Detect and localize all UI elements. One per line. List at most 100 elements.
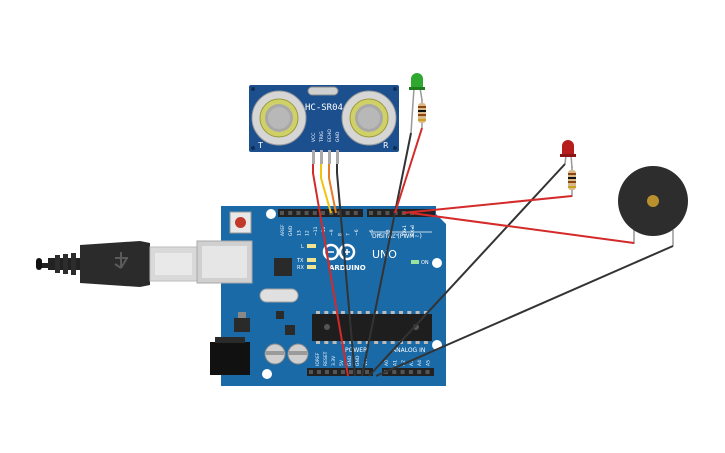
power-pin-label: GND bbox=[355, 355, 361, 366]
chip-dot-1 bbox=[324, 324, 330, 330]
chip-pin bbox=[382, 341, 387, 344]
red-led-leg-2 bbox=[570, 154, 573, 169]
header-hole[interactable] bbox=[288, 211, 293, 215]
chip-pin bbox=[332, 341, 337, 344]
sensor-hole-2 bbox=[393, 87, 397, 91]
header-top-right bbox=[367, 209, 435, 217]
chip-pin bbox=[374, 311, 379, 314]
analog-header-hole[interactable] bbox=[392, 370, 397, 374]
sensor-hole-3 bbox=[251, 146, 255, 150]
wire-green-led-gnd[interactable] bbox=[361, 132, 412, 377]
usb-strain-relief-1 bbox=[55, 255, 60, 273]
usb-cable-tip bbox=[36, 258, 42, 270]
small-chip bbox=[285, 325, 295, 335]
wire-red-led-signal[interactable] bbox=[402, 195, 573, 214]
header-pin-label: GND bbox=[288, 225, 294, 236]
sensor-pin-gnd[interactable] bbox=[336, 150, 339, 164]
header-hole[interactable] bbox=[321, 211, 325, 215]
header-hole[interactable] bbox=[296, 211, 301, 215]
analog-header-hole[interactable] bbox=[417, 370, 422, 374]
voltage-regulator bbox=[234, 318, 250, 332]
resistor-red-band-1 bbox=[568, 173, 576, 175]
mount-hole-bottom bbox=[262, 369, 272, 379]
sensor-pin-label: VCC bbox=[311, 133, 317, 142]
sensor-pin-label: ECHO bbox=[327, 129, 333, 142]
header-hole[interactable] bbox=[345, 211, 350, 215]
header-hole[interactable] bbox=[385, 211, 390, 215]
power-header-hole[interactable] bbox=[317, 370, 321, 374]
header-hole[interactable] bbox=[329, 211, 334, 215]
usb-strain-relief-3 bbox=[71, 253, 76, 275]
green-led[interactable] bbox=[409, 73, 425, 134]
wire-green-led-signal[interactable] bbox=[394, 127, 423, 214]
digital-label: DIGITAL (PWM~) bbox=[372, 233, 422, 240]
power-header-hole[interactable] bbox=[365, 370, 369, 374]
chip-pin bbox=[415, 341, 420, 344]
analog-header-hole[interactable] bbox=[425, 370, 430, 374]
power-header-hole[interactable] bbox=[325, 370, 329, 374]
wire-buzzer-gnd[interactable] bbox=[375, 245, 674, 377]
header-pin-label: 2 bbox=[394, 233, 400, 236]
wire-sensor-vcc-5v[interactable] bbox=[312, 164, 349, 377]
header-pin-label: ~6 bbox=[354, 229, 360, 236]
buzzer-hole bbox=[647, 195, 659, 207]
chip-pin bbox=[407, 311, 412, 314]
power-header-hole[interactable] bbox=[349, 370, 353, 374]
header-hole[interactable] bbox=[304, 211, 309, 215]
red-led[interactable] bbox=[560, 140, 576, 169]
resistor-green-led[interactable] bbox=[418, 99, 426, 128]
header-hole[interactable] bbox=[353, 211, 358, 215]
header-pin-label: TX▸1 bbox=[402, 225, 408, 237]
sensor-pin-vcc[interactable] bbox=[312, 150, 315, 164]
arduino-brand: ARDUINO bbox=[329, 264, 366, 272]
piezo-buzzer[interactable] bbox=[618, 166, 688, 246]
reset-button-cap[interactable] bbox=[235, 217, 246, 228]
sensor-model: HC-SR04 bbox=[305, 103, 343, 113]
power-header-hole[interactable] bbox=[357, 370, 361, 374]
chip-pin bbox=[390, 341, 395, 344]
header-hole[interactable] bbox=[337, 211, 342, 215]
header-pin-label: RX◂0 bbox=[410, 225, 416, 236]
led-on bbox=[411, 260, 419, 264]
sensor-t-mark: T bbox=[257, 141, 263, 150]
label-tx: TX bbox=[296, 258, 304, 264]
power-jack bbox=[210, 342, 250, 375]
chip-pin bbox=[324, 341, 329, 344]
usb-chip bbox=[274, 258, 292, 276]
header-pin-label: 7 bbox=[346, 233, 352, 236]
wire-buzzer-signal[interactable] bbox=[410, 212, 635, 244]
led-rx bbox=[307, 265, 316, 269]
sensor-pin-trig[interactable] bbox=[320, 150, 323, 164]
chip-pin bbox=[340, 311, 345, 314]
power-header-hole[interactable] bbox=[333, 370, 337, 374]
header-hole[interactable] bbox=[369, 211, 373, 215]
analog-header-hole[interactable] bbox=[408, 370, 413, 374]
usb-b-socket-inner bbox=[202, 246, 247, 278]
power-header-hole[interactable] bbox=[341, 370, 345, 374]
power-header-hole[interactable] bbox=[309, 370, 313, 374]
header-hole[interactable] bbox=[377, 211, 382, 215]
power-label: POWER bbox=[345, 347, 367, 354]
chip-pin bbox=[423, 311, 428, 314]
sensor-pin-echo[interactable] bbox=[328, 150, 331, 164]
header-hole[interactable] bbox=[312, 211, 317, 215]
resistor-red-led[interactable] bbox=[568, 166, 576, 197]
wire-sensor-echo[interactable] bbox=[328, 164, 337, 214]
chip-pin bbox=[374, 341, 379, 344]
header-pin-label: AREF bbox=[280, 224, 286, 236]
analog-header-hole[interactable] bbox=[400, 370, 405, 374]
receiver-transducer bbox=[341, 90, 397, 146]
wire-sensor-trig[interactable] bbox=[320, 164, 332, 214]
header-pin-label: 13 bbox=[296, 230, 302, 236]
wire-sensor-gnd[interactable] bbox=[336, 164, 356, 377]
resistor-red-band-4 bbox=[568, 186, 576, 188]
header-analog bbox=[382, 368, 434, 376]
sensor-pin-label: TRIG bbox=[319, 131, 325, 143]
header-hole[interactable] bbox=[280, 211, 284, 215]
chip-pin bbox=[349, 311, 354, 314]
usb-cable[interactable] bbox=[36, 241, 198, 287]
analog-pin-label: A0 bbox=[384, 360, 390, 366]
